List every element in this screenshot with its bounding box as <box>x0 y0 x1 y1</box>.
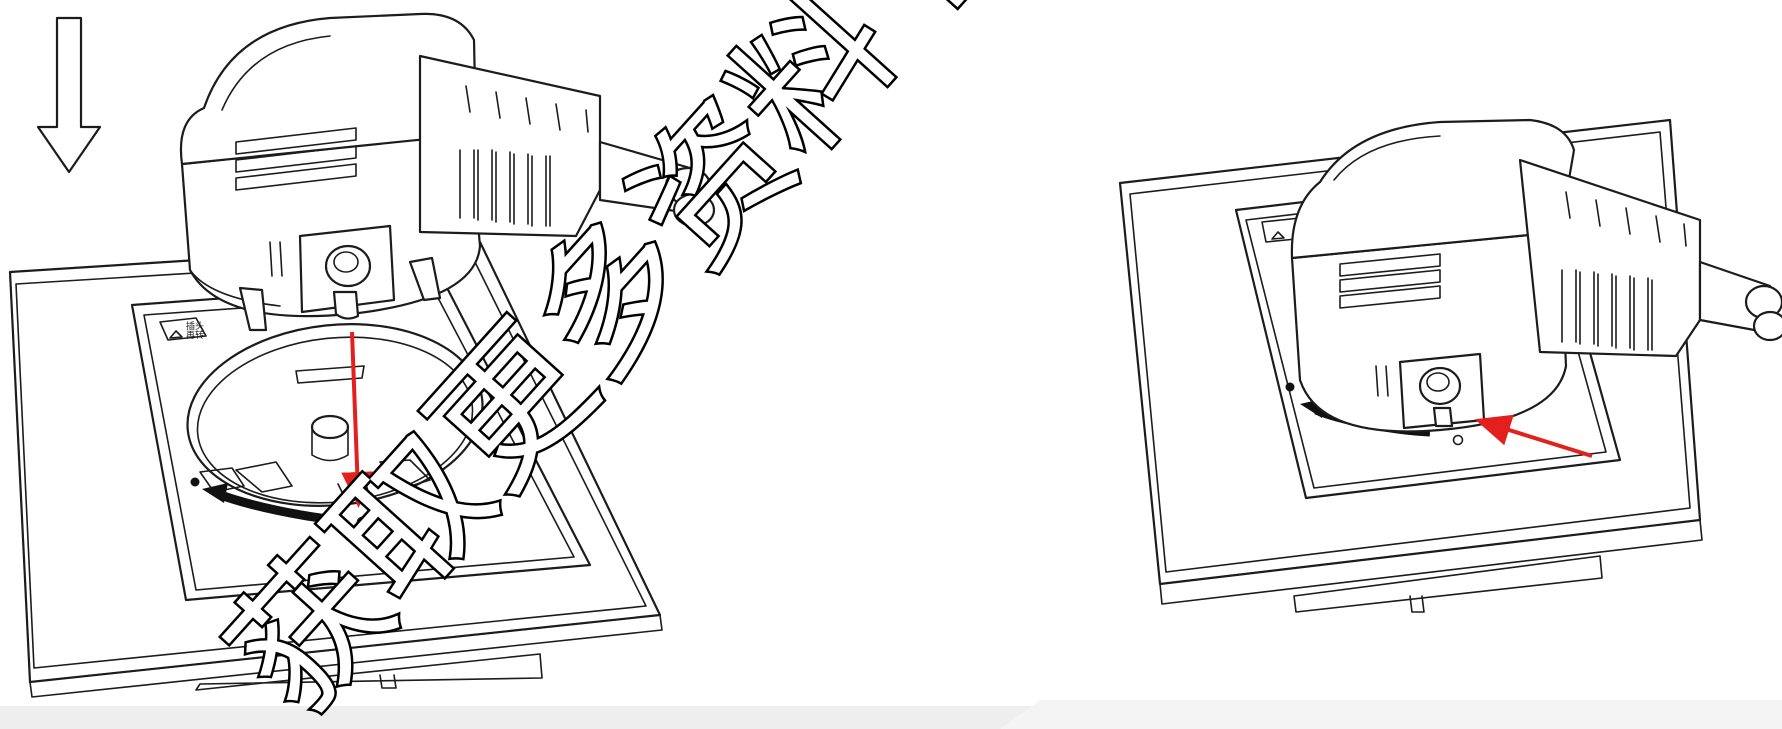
insert-direction-arrow <box>341 331 374 508</box>
unlock-dot <box>356 516 368 528</box>
plug-left <box>179 12 716 332</box>
lock-dot <box>190 477 200 487</box>
plug-right <box>1290 118 1782 433</box>
release-button-arrow <box>1474 414 1593 458</box>
socket-label-line1: 插头 <box>186 320 204 332</box>
socket-label-line2: 再转 <box>186 329 204 341</box>
warning-triangle-icon: 插头 再转 <box>159 317 207 341</box>
bottom-band-shade <box>1000 700 1782 729</box>
down-arrow-icon <box>36 16 102 174</box>
step-rotate-lock <box>1118 118 1782 613</box>
step-insert-plug: 插头 再转 <box>8 12 716 698</box>
